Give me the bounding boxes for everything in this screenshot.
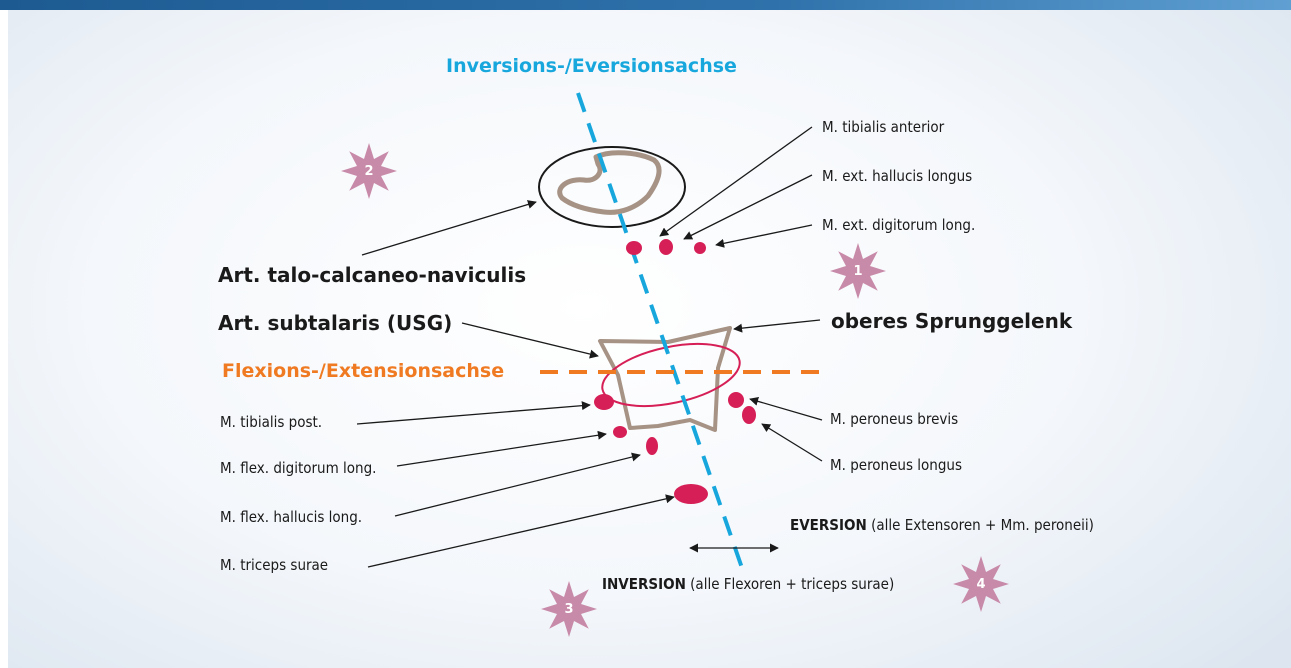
arrow-talo-calcaneo <box>362 202 536 255</box>
label-triceps-surae: M. triceps surae <box>220 558 328 573</box>
muscle-dot-tibialis-anterior <box>626 241 642 255</box>
eversion-detail: (alle Extensoren + Mm. peroneii) <box>867 516 1094 534</box>
arrow-subtalaris <box>462 323 598 356</box>
muscle-dot-ext-digitorum <box>694 242 706 254</box>
inversion-eversion-axis-label: Inversions-/Eversionsachse <box>446 57 737 76</box>
badge-star-1: 1 <box>829 242 887 300</box>
arrow-flex-digitorum <box>397 434 606 466</box>
arrow-ext-digitorum <box>716 225 812 245</box>
label-ext-digitorum: M. ext. digitorum long. <box>822 218 975 233</box>
label-flex-hallucis: M. flex. hallucis long. <box>220 510 362 525</box>
flexion-extension-axis-label: Flexions-/Extensionsachse <box>222 362 504 381</box>
arrow-triceps-surae <box>368 497 674 567</box>
badge-4-number: 4 <box>976 577 985 592</box>
inversion-detail: (alle Flexoren + triceps surae) <box>686 575 894 593</box>
label-tibialis-post: M. tibialis post. <box>220 415 322 430</box>
arrow-flex-hallucis <box>395 455 640 516</box>
label-oberes-sprunggelenk: oberes Sprunggelenk <box>831 311 1072 331</box>
badge-star-3: 3 <box>540 580 598 638</box>
arrow-tibialis-post <box>357 405 590 424</box>
muscle-dot-tibialis-post <box>594 394 614 410</box>
inversion-caption: INVERSION (alle Flexoren + triceps surae… <box>602 577 894 592</box>
muscle-dot-flex-hallucis <box>646 437 658 455</box>
badge-2-number: 2 <box>364 164 373 179</box>
talo-joint-outline <box>560 153 659 213</box>
arrow-tibialis-anterior <box>660 127 812 236</box>
badge-3-number: 3 <box>564 602 573 617</box>
eversion-word: EVERSION <box>790 516 867 534</box>
label-talo-calcaneo: Art. talo-calcaneo-naviculis <box>218 265 526 285</box>
muscle-dot-flex-digitorum <box>613 426 627 438</box>
label-flex-digitorum: M. flex. digitorum long. <box>220 461 376 476</box>
label-tibialis-anterior: M. tibialis anterior <box>822 120 944 135</box>
arrow-oberes-sprunggelenk <box>734 320 820 329</box>
badge-1-number: 1 <box>853 264 862 279</box>
label-subtalaris: Art. subtalaris (USG) <box>218 313 452 333</box>
arrow-peroneus-longus <box>762 424 822 461</box>
muscle-dot-ext-hallucis <box>659 239 673 255</box>
label-peroneus-longus: M. peroneus longus <box>830 458 962 473</box>
badge-star-2: 2 <box>340 142 398 200</box>
label-ext-hallucis: M. ext. hallucis longus <box>822 169 972 184</box>
muscle-dot-peroneus-longus <box>742 406 756 424</box>
arrow-peroneus-brevis <box>750 399 822 420</box>
label-peroneus-brevis: M. peroneus brevis <box>830 412 958 427</box>
eversion-caption: EVERSION (alle Extensoren + Mm. peroneii… <box>790 518 1094 533</box>
inversion-word: INVERSION <box>602 575 686 593</box>
badge-star-4: 4 <box>952 555 1010 613</box>
muscle-dot-triceps-surae <box>674 484 708 504</box>
muscle-dot-peroneus-brevis <box>728 392 744 408</box>
